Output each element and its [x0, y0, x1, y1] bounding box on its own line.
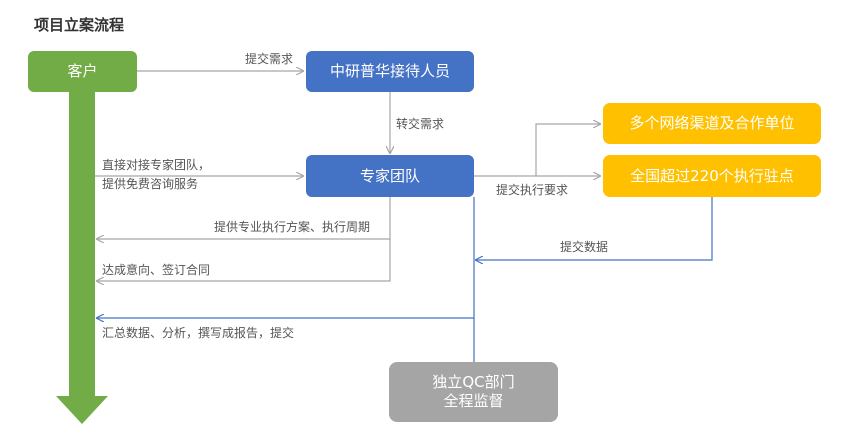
- edge-submit-data: [476, 197, 713, 260]
- node-client-label: 客户: [67, 62, 98, 81]
- edge-reach-agreement: [97, 239, 391, 281]
- label-reach-agreement: 达成意向、签订合同: [102, 263, 211, 277]
- label-submit-exec-req: 提交执行要求: [496, 183, 569, 197]
- label-direct-contact-1: 直接对接专家团队，: [102, 158, 211, 172]
- node-expert-team: 专家团队: [306, 155, 474, 197]
- node-expert-team-label: 专家团队: [359, 166, 420, 185]
- node-client: 客户: [28, 51, 137, 92]
- label-submit-data: 提交数据: [560, 240, 609, 254]
- node-qc-label-2: 全程监督: [443, 392, 504, 410]
- label-direct-contact-2: 提供免费咨询服务: [102, 177, 199, 191]
- edge-summary: [97, 197, 475, 318]
- label-submit-need: 提交需求: [245, 52, 294, 66]
- label-summary: 汇总数据、分析，撰写成报告，提交: [102, 326, 295, 340]
- edge-submit-exec-req: [474, 124, 600, 177]
- page-title: 项目立案流程: [34, 16, 125, 34]
- label-provide-plan: 提供专业执行方案、执行周期: [214, 220, 371, 234]
- node-reception-label: 中研普华接待人员: [329, 62, 450, 81]
- node-qc-label-1: 独立QC部门: [432, 373, 515, 392]
- client-timeline-arrow: [56, 90, 108, 424]
- node-qc: 独立QC部门 全程监督: [389, 362, 558, 422]
- label-transfer-need: 转交需求: [396, 117, 445, 131]
- node-reception: 中研普华接待人员: [306, 51, 474, 92]
- node-stations-label: 全国超过220个执行驻点: [630, 166, 794, 185]
- node-channels-label: 多个网络渠道及合作单位: [629, 114, 795, 133]
- node-channels: 多个网络渠道及合作单位: [603, 103, 821, 144]
- node-stations: 全国超过220个执行驻点: [603, 155, 821, 197]
